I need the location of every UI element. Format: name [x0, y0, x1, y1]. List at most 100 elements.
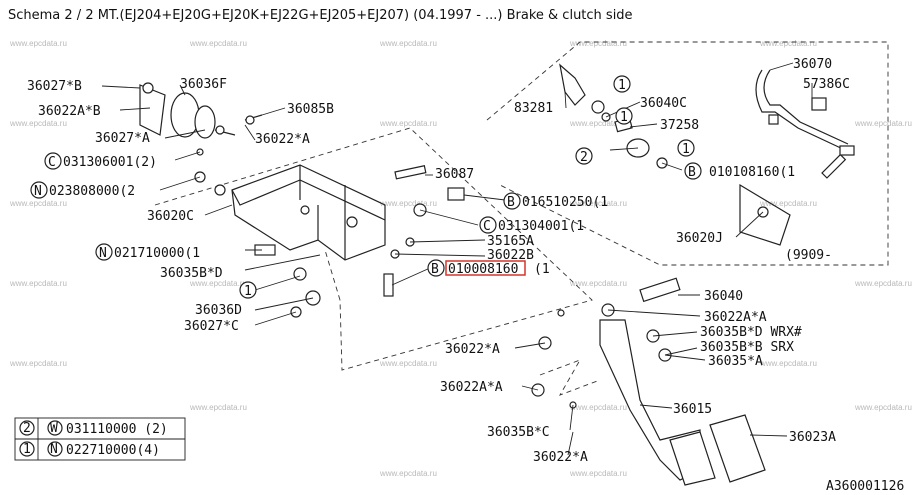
callout-b-letter: B [431, 262, 439, 277]
label-36035b-c: 36035B*C [487, 425, 550, 440]
callout-1-number: 1 [682, 142, 690, 157]
pedal-assembly [531, 277, 766, 486]
callout-n-letter: N [99, 246, 107, 261]
label-031304001: 031304001(1 [498, 219, 584, 234]
label-36036d: 36036D [195, 303, 242, 318]
label-031306001: 031306001(2) [63, 155, 157, 170]
callout-2-number: 2 [580, 150, 588, 165]
label-36036f: 36036F [180, 77, 227, 92]
watermark: www.epcdata.ru [854, 403, 912, 412]
watermark: www.epcdata.ru [9, 39, 67, 48]
label-36015: 36015 [673, 402, 712, 417]
callout-n [95, 243, 113, 261]
legend-part: 022710000(4) [66, 443, 160, 458]
label-35165a: 35165A [487, 234, 534, 249]
label-36022b: 36022B [487, 248, 534, 263]
callout-c [44, 152, 62, 170]
label-36040: 36040 [704, 289, 743, 304]
callout-1 [239, 281, 257, 299]
label-36022a-a: 36022A*A [704, 310, 767, 325]
label-36035b-b-srx: 36035B*B SRX [700, 340, 794, 355]
watermark: www.epcdata.ru [569, 279, 627, 288]
label-57386c: 57386C [803, 77, 850, 92]
watermark: www.epcdata.ru [379, 469, 437, 478]
label-36022-a: 36022*A [255, 132, 310, 147]
legend-part: 031110000 (2) [66, 422, 168, 437]
label-010008160[interactable]: 010008160 [448, 262, 518, 277]
callout-1 [613, 75, 631, 93]
label-36027-a: 36027*A [95, 131, 150, 146]
detail-parts [559, 63, 855, 246]
selected-part-highlight [445, 260, 526, 276]
watermark: www.epcdata.ru [379, 119, 437, 128]
label-37258: 37258 [660, 118, 699, 133]
label-36035-a: 36035*A [708, 354, 763, 369]
watermark: www.epcdata.ru [189, 403, 247, 412]
watermark: www.epcdata.ru [9, 119, 67, 128]
watermark: www.epcdata.ru [189, 279, 247, 288]
label-36087: 36087 [435, 167, 474, 182]
label-023808000: 023808000(2 [49, 184, 135, 199]
dash-segment [539, 359, 601, 396]
watermark: www.epcdata.ru [379, 199, 437, 208]
watermark: www.epcdata.ru [189, 39, 247, 48]
label-36022a-a: 36022A*A [440, 380, 503, 395]
watermark: www.epcdata.ru [854, 279, 912, 288]
callout-c-letter: C [48, 155, 56, 170]
detail-box-outline [486, 41, 889, 266]
callout-b [503, 192, 521, 210]
callout-c [479, 216, 497, 234]
watermark: www.epcdata.ru [569, 469, 627, 478]
pedal-bracket [231, 164, 386, 261]
label-010008160-qty: (1 [534, 262, 550, 277]
page-title: Schema 2 / 2 MT.(EJ204+EJ20G+EJ20K+EJ22G… [8, 8, 633, 23]
callout-1-number: 1 [620, 110, 628, 125]
callout-n-letter: N [34, 184, 42, 199]
label-36020j: 36020J [676, 231, 723, 246]
watermark: www.epcdata.ru [759, 359, 817, 368]
watermark: www.epcdata.ru [759, 199, 817, 208]
label-9909: (9909- [785, 248, 832, 263]
part-labels: 36027*B 36036F 36022A*B 36085B 36027*A 3… [27, 57, 904, 494]
label-36022-a: 36022*A [445, 342, 500, 357]
leader-lines [101, 62, 813, 456]
callouts: C N B C N B 1 1 1 2 1 B [30, 75, 702, 299]
callout-b-letter: B [507, 195, 515, 210]
master-cylinder [139, 82, 263, 156]
watermark: www.epcdata.ru [569, 39, 627, 48]
label-36040c: 36040C [640, 96, 687, 111]
pedal-box-outline [154, 127, 593, 371]
callout-n [30, 181, 48, 199]
label-36035b-d: 36035B*D [160, 266, 223, 281]
callout-b-letter: B [688, 165, 696, 180]
legend-index: 1 [23, 442, 31, 457]
figure-id: A360001126 [826, 479, 904, 494]
watermark: www.epcdata.ru [9, 359, 67, 368]
legend-index: 2 [23, 421, 31, 436]
label-36023a: 36023A [789, 430, 836, 445]
watermark: www.epcdata.ru [9, 199, 67, 208]
label-021710000: 021710000(1 [114, 246, 200, 261]
label-36022a-b: 36022A*B [38, 104, 101, 119]
label-016510250: 016510250(1 [522, 195, 608, 210]
watermark: www.epcdata.ru [569, 119, 627, 128]
legend-index-circle [19, 441, 35, 457]
label-36022-a: 36022*A [533, 450, 588, 465]
callout-c-letter: C [483, 219, 491, 234]
callout-2 [575, 147, 593, 165]
watermark: www.epcdata.ru [9, 279, 67, 288]
label-36027-b: 36027*B [27, 79, 82, 94]
watermark: www.epcdata.ru [379, 359, 437, 368]
callout-1 [615, 107, 633, 125]
label-36027-c: 36027*C [184, 319, 239, 334]
watermark: www.epcdata.ru [759, 39, 817, 48]
legend-table: 2 W 031110000 (2) 1 N 022710000(4) [14, 417, 186, 461]
callout-1 [677, 139, 695, 157]
hardware-left [194, 165, 465, 318]
callout-1-number: 1 [244, 284, 252, 299]
callout-b [684, 162, 702, 180]
label-36070: 36070 [793, 57, 832, 72]
label-36020c: 36020C [147, 209, 194, 224]
legend-prefix-circle [47, 441, 63, 457]
watermark: www.epcdata.ru [569, 403, 627, 412]
